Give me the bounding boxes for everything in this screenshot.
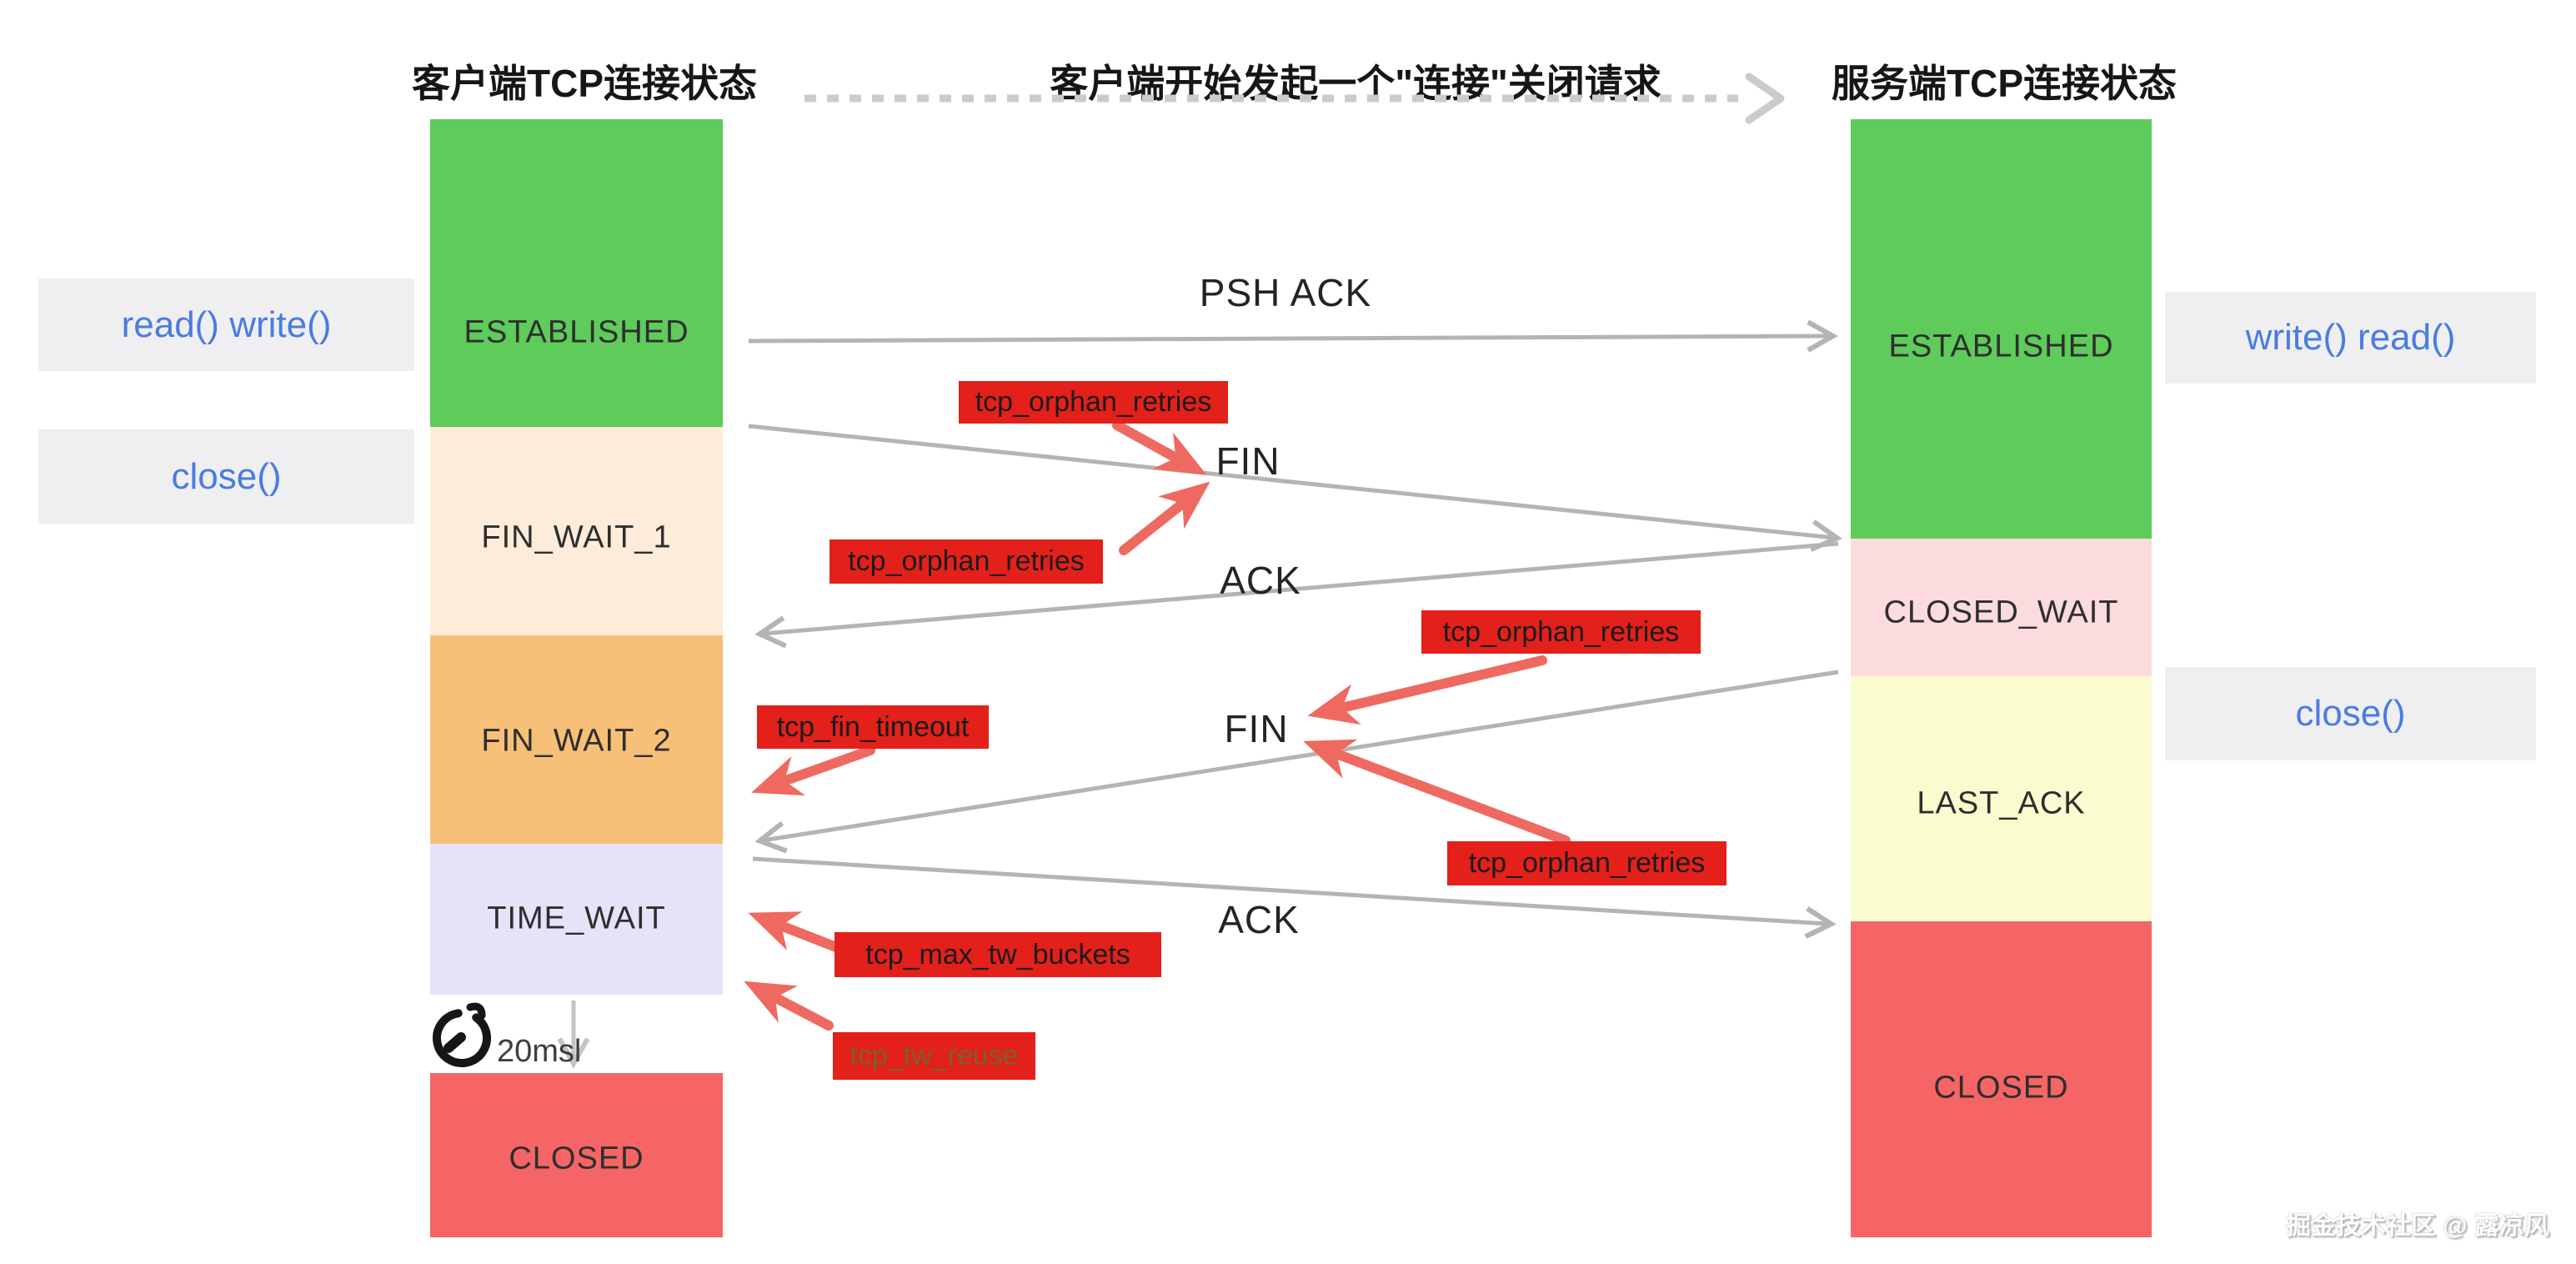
server-write-read-label: write() read() [2165, 292, 2536, 384]
psh-ack-arrow [748, 319, 1838, 353]
message-fin-1: FIN [1215, 439, 1280, 483]
state-label: ESTABLISHED [1888, 329, 2114, 364]
timer-duration-label: 20msl [497, 1034, 582, 1069]
param-tcp-tw-reuse: tcp_tw_reuse [833, 1032, 1035, 1080]
fin-timeout-pointer [751, 745, 875, 796]
state-label: ESTABLISHED [464, 314, 689, 350]
orphan-retries-1-pointer [1112, 420, 1207, 475]
message-ack-2: ACK [1218, 898, 1300, 941]
message-fin-2: FIN [1224, 707, 1289, 750]
server-column-title: 服务端TCP连接状态 [1832, 62, 2177, 105]
client-close-label: close() [38, 429, 414, 524]
state-label: FIN_WAIT_1 [481, 519, 672, 555]
state-label: FIN_WAIT_2 [481, 723, 672, 759]
client-state-fin-wait-1: FIN_WAIT_1 [430, 427, 723, 635]
client-read-write-label: read() write() [38, 278, 414, 371]
orphan-retries-4-pointer [1303, 739, 1571, 845]
param-tcp-orphan-retries-2: tcp_orphan_retries [829, 539, 1103, 584]
server-close-label: close() [2165, 667, 2536, 760]
client-state-closed: CLOSED [430, 1073, 723, 1237]
server-state-closed-wait: CLOSED_WAIT [1851, 539, 2152, 676]
stopwatch-icon [427, 999, 500, 1072]
state-label: LAST_ACK [1917, 785, 2086, 821]
fin-arrow-server-to-client [754, 670, 1839, 854]
state-label: CLOSED_WAIT [1883, 594, 2119, 630]
close-request-title: 客户端开始发起一个"连接"关闭请求 [1050, 62, 1661, 105]
max-tw-buckets-pointer [748, 911, 845, 954]
tw-reuse-pointer [744, 981, 834, 1031]
client-state-fin-wait-2: FIN_WAIT_2 [430, 635, 723, 844]
client-state-established: ESTABLISHED [430, 119, 723, 427]
state-label: TIME_WAIT [487, 900, 666, 936]
param-tcp-orphan-retries-1: tcp_orphan_retries [959, 381, 1228, 424]
watermark: 掘金技术社区 @ 露凉风 [2286, 1212, 2549, 1240]
param-tcp-orphan-retries-3: tcp_orphan_retries [1421, 610, 1701, 654]
param-tcp-max-tw-buckets: tcp_max_tw_buckets [834, 932, 1161, 977]
state-label: CLOSED [1933, 1070, 2069, 1106]
fin-arrow-client-to-server [748, 424, 1842, 552]
orphan-retries-2-pointer [1119, 481, 1210, 555]
server-state-established: ESTABLISHED [1851, 119, 2152, 539]
server-state-closed: CLOSED [1851, 921, 2152, 1237]
param-tcp-orphan-retries-4: tcp_orphan_retries [1447, 841, 1727, 885]
client-state-time-wait: TIME_WAIT [430, 844, 723, 995]
orphan-retries-3-pointer [1307, 655, 1547, 725]
param-tcp-fin-timeout: tcp_fin_timeout [757, 705, 989, 749]
client-column-title: 客户端TCP连接状态 [412, 62, 757, 105]
server-state-last-ack: LAST_ACK [1851, 676, 2152, 921]
state-label: CLOSED [509, 1141, 644, 1176]
message-psh-ack: PSH ACK [1199, 271, 1372, 314]
message-ack-1: ACK [1220, 559, 1301, 602]
